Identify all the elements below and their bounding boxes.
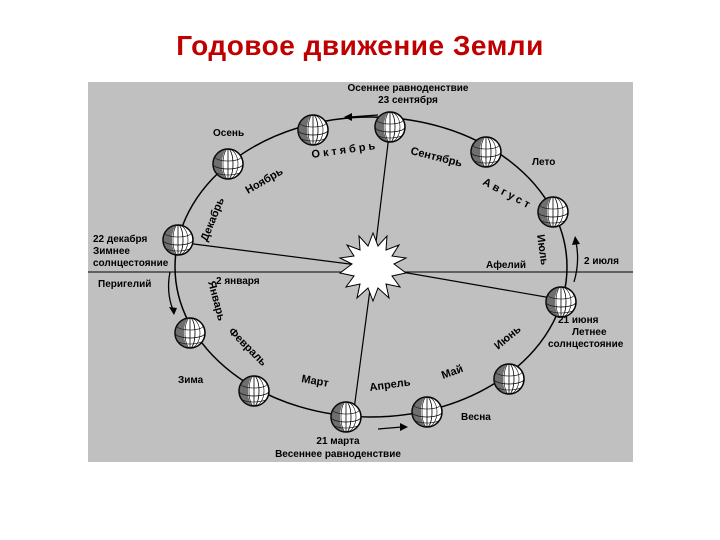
orbit-diagram: Осеннее равноденствие 23 сентября Осень … xyxy=(88,82,633,462)
month-jul: Июль xyxy=(534,234,550,266)
orbit-ellipse xyxy=(174,116,568,418)
earth-icon xyxy=(297,114,329,146)
month-apr: Апрель xyxy=(369,376,412,394)
label-winter-solstice-date: 22 декабря xyxy=(93,233,148,245)
label-jan2: 2 января xyxy=(216,276,260,287)
month-mar: Март xyxy=(300,373,330,390)
label-spring-equinox-date: 21 марта xyxy=(316,436,360,447)
label-summer-solstice-1: Летнее xyxy=(572,327,607,338)
label-autumn-equinox: Осеннее равноденствие xyxy=(348,83,469,94)
earth-icon xyxy=(411,396,443,428)
month-may: Май xyxy=(440,363,465,382)
label-autumn: Осень xyxy=(213,128,244,139)
arrow-icon xyxy=(377,426,403,430)
solstice-line-winter xyxy=(177,241,374,268)
label-summer-solstice-date: 21 июня xyxy=(558,315,599,326)
sun-icon xyxy=(338,231,408,303)
month-jun: Июнь xyxy=(492,323,523,352)
label-spring: Весна xyxy=(461,412,491,423)
label-winter: Зима xyxy=(178,375,204,386)
orbit-svg: Осеннее равноденствие 23 сентября Осень … xyxy=(88,83,633,460)
label-winter-solstice-1: Зимнее xyxy=(93,246,130,257)
label-perihelion: Перигелий xyxy=(98,279,151,290)
arrow-icon xyxy=(349,114,379,118)
month-aug: Август xyxy=(481,176,535,212)
earth-icon xyxy=(374,111,406,143)
month-feb: Февраль xyxy=(226,326,269,369)
arrow-icon xyxy=(573,241,579,283)
month-sep: Сентябрь xyxy=(409,145,463,169)
earth-icon xyxy=(545,286,577,318)
earth-icon xyxy=(470,136,502,168)
arrow-icon xyxy=(167,271,174,311)
label-winter-solstice-2: солнцестояние xyxy=(93,258,169,269)
month-nov: Ноябрь xyxy=(244,165,286,196)
label-aphelion: Афелий xyxy=(486,259,526,271)
earth-icon xyxy=(212,148,244,180)
earth-icon xyxy=(493,363,525,395)
earth-icon xyxy=(174,317,206,349)
earth-icon xyxy=(330,401,362,433)
page-title: Годовое движение Земли xyxy=(176,30,544,61)
label-jul2: 2 июля xyxy=(584,256,619,267)
label-summer: Лето xyxy=(532,157,555,168)
label-autumn-equinox-date: 23 сентября xyxy=(378,94,438,106)
earth-icon xyxy=(238,375,270,407)
label-summer-solstice-2: солнцестояние xyxy=(548,339,624,350)
month-dec: Декабрь xyxy=(199,196,227,243)
earth-icon xyxy=(537,196,569,228)
earth-icon xyxy=(162,224,194,256)
label-spring-equinox: Весеннее равноденствие xyxy=(275,449,401,460)
